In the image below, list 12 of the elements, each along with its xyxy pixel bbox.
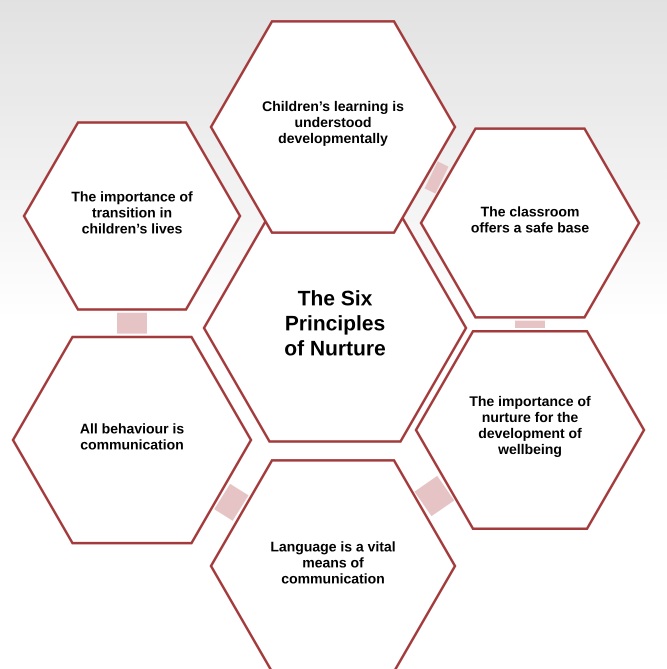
connector-band (515, 320, 545, 328)
node-label: The classroom offers a safe base (471, 206, 589, 233)
hexagon: All behaviour is communication (12, 336, 252, 544)
hexagon: The importance of transition in children’s lives (22, 121, 242, 311)
hexagon: The importance of nurture for the development of wellbeing (414, 330, 646, 530)
hexagon: Children’s learning is understood developmentally (210, 20, 456, 234)
hexagon: Language is a vital means of communication (210, 459, 456, 669)
connector-band (117, 312, 147, 334)
hexagon: The classroom offers a safe base (420, 127, 640, 319)
connector-band (424, 161, 449, 194)
connector-band (214, 484, 249, 521)
center-hexagon: The Six Principles of Nurture (202, 213, 468, 443)
